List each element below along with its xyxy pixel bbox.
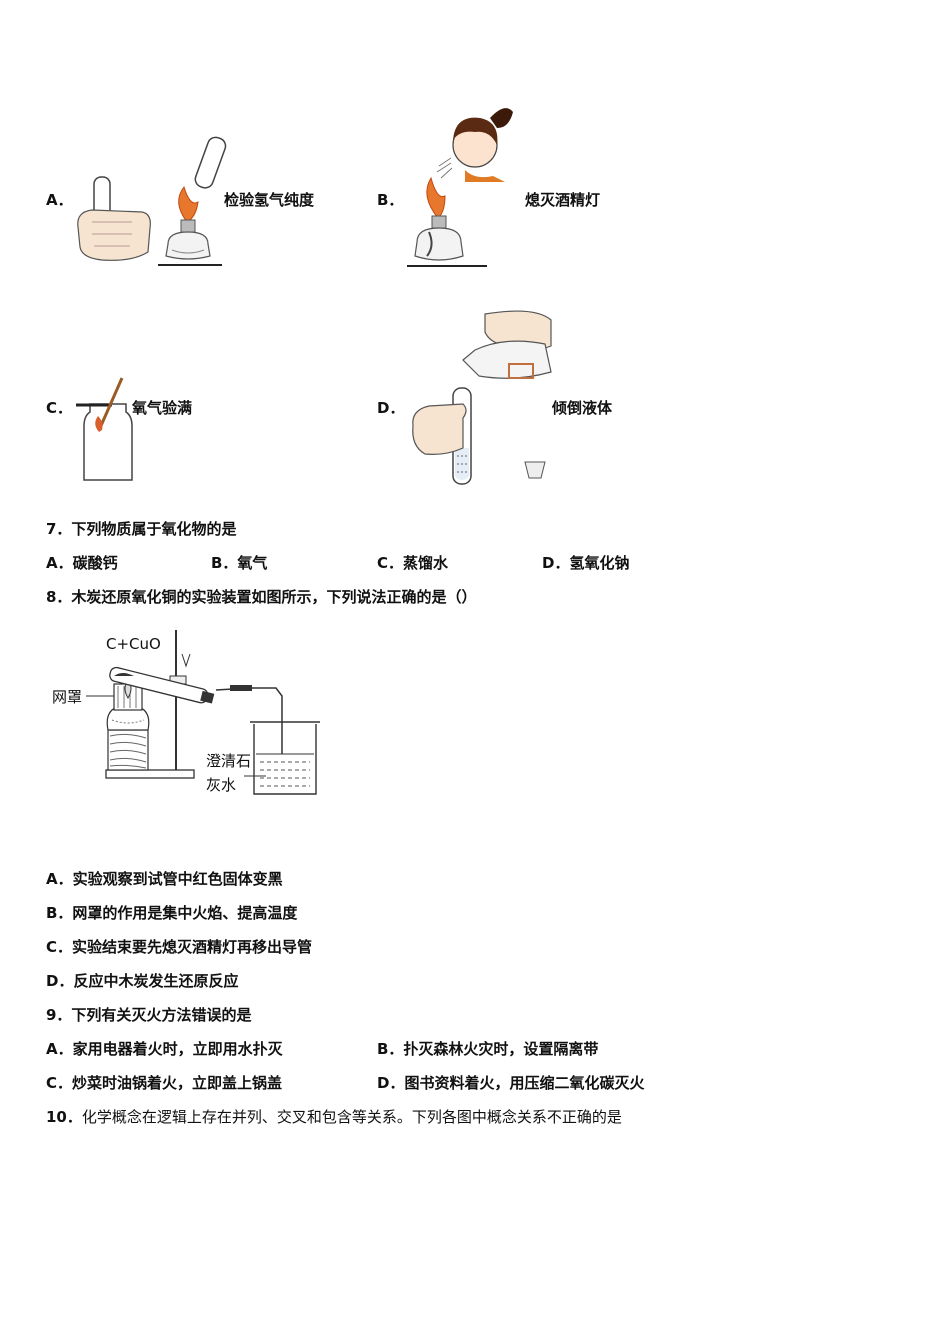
q6-option-c-letter: C． bbox=[46, 399, 73, 417]
q9-option-c: C．炒菜时油锅着火，立即盖上锅盖 bbox=[46, 1074, 283, 1092]
q6-option-b-letter: B． bbox=[377, 191, 404, 209]
q9-option-b: B．扑灭森林火灾时，设置隔离带 bbox=[377, 1040, 599, 1058]
q9-option-d: D．图书资料着火，用压缩二氧化碳灭火 bbox=[377, 1074, 645, 1092]
label-limewater-line2: 灰水 bbox=[206, 776, 236, 794]
q8-option-a: A．实验观察到试管中红色固体变黑 bbox=[46, 870, 283, 888]
q9-option-a: A．家用电器着火时，立即用水扑灭 bbox=[46, 1040, 283, 1058]
q8-option-d: D．反应中木炭发生还原反应 bbox=[46, 972, 239, 990]
label-reagent: C+CuO bbox=[106, 635, 161, 653]
q6-option-b-caption: 熄灭酒精灯 bbox=[525, 191, 601, 209]
q7-option-c: C．蒸馏水 bbox=[377, 554, 449, 572]
q7-option-a: A．碳酸钙 bbox=[46, 554, 118, 572]
label-limewater-line1: 澄清石 bbox=[206, 752, 251, 770]
q6-option-d-caption: 倾倒液体 bbox=[552, 399, 613, 417]
carbon-reduction-apparatus-figure: C+CuO 网罩 澄清石 灰水 bbox=[52, 630, 320, 795]
blow-out-lamp-figure bbox=[407, 108, 513, 267]
q8-option-b: B．网罩的作用是集中火焰、提高温度 bbox=[46, 904, 298, 922]
hydrogen-purity-test-figure bbox=[77, 136, 227, 266]
q7-stem: 7．下列物质属于氧化物的是 bbox=[46, 520, 237, 538]
q6-option-a-letter: A． bbox=[46, 191, 73, 209]
q8-stem: 8．木炭还原氧化铜的实验装置如图所示，下列说法正确的是（） bbox=[46, 588, 477, 606]
pour-liquid-figure bbox=[412, 310, 552, 485]
oxygen-full-test-figure bbox=[76, 377, 133, 481]
q10-number: 10． bbox=[46, 1108, 82, 1126]
q7-option-b: B．氧气 bbox=[211, 554, 268, 572]
q8-option-c: C．实验结束要先熄灭酒精灯再移出导管 bbox=[46, 938, 313, 956]
label-gauze: 网罩 bbox=[52, 688, 82, 706]
q10-stem: 10．化学概念在逻辑上存在并列、交叉和包含等关系。下列各图中概念关系不正确的是 bbox=[46, 1107, 622, 1127]
q7-option-d: D．氢氧化钠 bbox=[542, 554, 630, 572]
q9-stem: 9．下列有关灭火方法错误的是 bbox=[46, 1006, 252, 1024]
q6-option-c-caption: 氧气验满 bbox=[132, 399, 193, 417]
q6-option-d-letter: D． bbox=[377, 399, 405, 417]
q6-option-a-caption: 检验氢气纯度 bbox=[224, 191, 315, 209]
q10-text: 化学概念在逻辑上存在并列、交叉和包含等关系。下列各图中概念关系不正确的是 bbox=[81, 1108, 622, 1126]
